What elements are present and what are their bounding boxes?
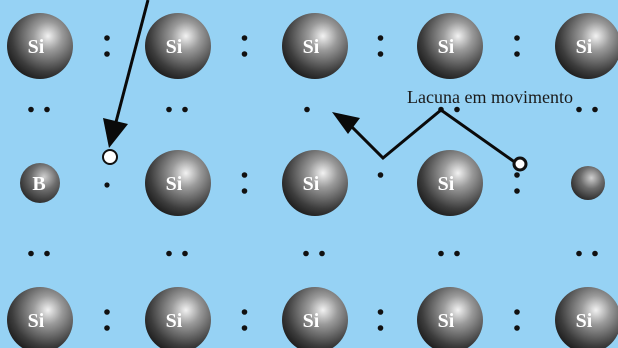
electron <box>241 172 248 178</box>
silicon-atom: Si <box>417 150 483 216</box>
electron <box>576 106 582 113</box>
electron <box>182 106 188 113</box>
electron <box>592 106 598 113</box>
incoming-electron-arrow <box>103 0 150 148</box>
atom-sphere <box>145 150 211 216</box>
silicon-atom: Si <box>282 287 348 348</box>
moving-hole-caption: Lacuna em movimento <box>407 87 573 107</box>
electron <box>303 250 309 257</box>
atom-sphere <box>571 166 605 200</box>
atom-label: Si <box>166 173 183 195</box>
hole-path-arrow-head <box>332 112 360 134</box>
atom-sphere <box>417 13 483 79</box>
electron <box>377 325 384 331</box>
electron <box>377 309 384 315</box>
silicon-atom: Si <box>145 150 211 216</box>
atom-label: Si <box>303 310 320 332</box>
silicon-atom: Si <box>555 287 618 348</box>
electron <box>104 51 110 57</box>
electron <box>576 250 582 257</box>
electron <box>514 309 520 315</box>
silicon-atom: Si <box>145 287 211 348</box>
atom-label: Si <box>438 310 455 332</box>
electron <box>592 250 598 257</box>
electron <box>514 51 520 57</box>
atom-sphere <box>417 150 483 216</box>
electron <box>514 172 520 178</box>
electron <box>377 51 384 57</box>
atom-sphere <box>417 287 483 348</box>
electron <box>241 35 248 41</box>
atom-sphere <box>282 13 348 79</box>
atom-label: Si <box>438 173 455 195</box>
electron <box>319 250 325 257</box>
electron <box>454 250 460 257</box>
hole-path-zigzag <box>348 108 517 165</box>
electron <box>377 35 384 41</box>
electron <box>28 250 34 257</box>
silicon-atom: Si <box>417 13 483 79</box>
electron <box>28 106 34 113</box>
electron <box>104 309 110 315</box>
atom-sphere <box>555 287 618 348</box>
atom-sphere <box>145 13 211 79</box>
electron <box>241 309 248 315</box>
silicon-atom: Si <box>282 13 348 79</box>
electron <box>241 188 248 194</box>
atom-label: Si <box>438 36 455 58</box>
boron-atom: B <box>20 163 60 203</box>
hole-at-boron <box>102 149 118 165</box>
electron <box>438 250 444 257</box>
atom-sphere <box>20 163 60 203</box>
atom-sphere <box>555 13 618 79</box>
electron <box>104 35 110 41</box>
electron <box>454 106 460 113</box>
atom-label: Si <box>166 310 183 332</box>
atom-sphere <box>7 13 73 79</box>
atom-label: Si <box>28 36 45 58</box>
dopant-atom <box>571 166 605 200</box>
silicon-atom: Si <box>555 13 618 79</box>
electron <box>514 35 520 41</box>
electron <box>304 106 310 113</box>
silicon-atom: Si <box>417 287 483 348</box>
electron <box>166 106 172 113</box>
silicon-atom: Si <box>282 150 348 216</box>
atom-label: Si <box>576 36 593 58</box>
silicon-atom: Si <box>145 13 211 79</box>
atom-label: Si <box>303 36 320 58</box>
atom-label: Si <box>166 36 183 58</box>
atom-label: Si <box>28 310 45 332</box>
electron <box>182 250 188 257</box>
moving-hole <box>512 156 528 172</box>
electron <box>241 51 248 57</box>
electron-pairs <box>28 35 598 331</box>
incoming-arrow-head <box>103 118 128 148</box>
atom-sphere <box>282 287 348 348</box>
electron <box>166 250 172 257</box>
atom-sphere <box>282 150 348 216</box>
electron <box>44 250 50 257</box>
electron <box>104 182 110 188</box>
silicon-atom: Si <box>7 13 73 79</box>
atom-sphere <box>145 287 211 348</box>
electron <box>514 325 520 331</box>
electron <box>241 325 248 331</box>
electron <box>514 188 520 194</box>
moving-hole-path <box>332 108 528 172</box>
electron <box>44 106 50 113</box>
silicon-atom: Si <box>7 287 73 348</box>
incoming-arrow-shaft <box>114 0 150 123</box>
electron <box>104 325 110 331</box>
atom-label: B <box>32 173 45 195</box>
atom-label: Si <box>576 310 593 332</box>
atom-label: Si <box>303 173 320 195</box>
atom-sphere <box>7 287 73 348</box>
electron <box>377 172 384 178</box>
